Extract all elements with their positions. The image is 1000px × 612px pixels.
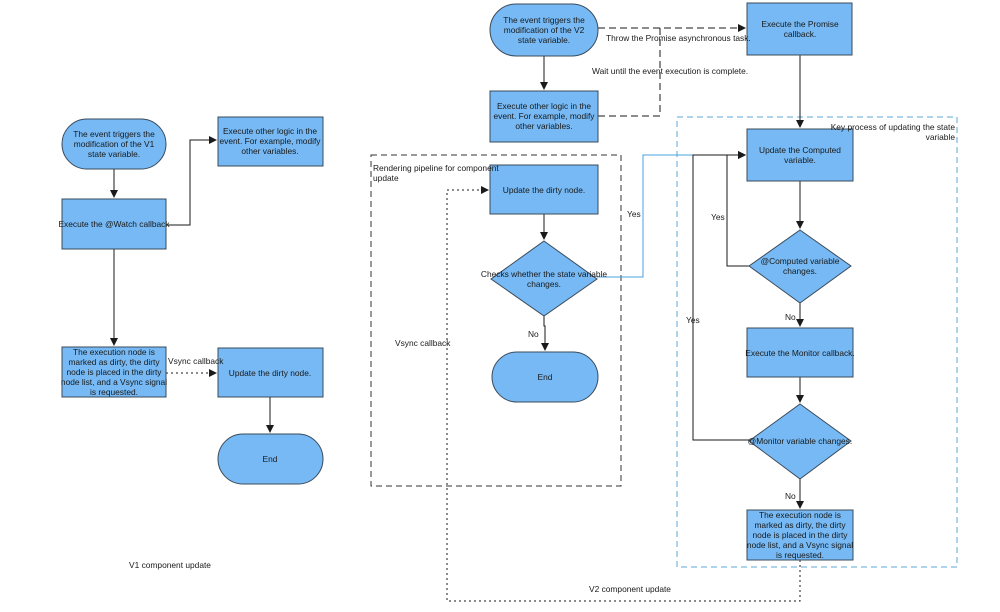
v2-vsync-label: Vsync callback: [395, 338, 451, 348]
v1-edge-watch-other: [166, 136, 217, 226]
text-line: variable.: [784, 155, 816, 165]
v2-monitor-yes-label: Yes: [686, 315, 700, 325]
v2-monitor-cb-text: Execute the Monitor callback.: [745, 348, 854, 358]
v2-update-dirty-text: Update the dirty node.: [503, 185, 585, 195]
v2-edge-checks-no: [541, 316, 549, 351]
text-line: other variables.: [241, 146, 298, 156]
v2-computed-no-label: No: [785, 312, 796, 322]
v2-checks-yes-label: Yes: [627, 209, 641, 219]
text-line: Execute the @Watch callback: [58, 219, 170, 229]
text-line: modification of the V2: [504, 25, 585, 35]
text-line: Rendering pipeline for component: [373, 163, 499, 173]
text-line: changes.: [783, 266, 817, 276]
text-line: marked as dirty, the dirty: [68, 357, 160, 367]
text-line: The event triggers the: [73, 129, 155, 139]
v1-update-dirty-node: Update the dirty node.: [217, 347, 324, 398]
pipeline-frame: [370, 154, 622, 487]
text-line: marked as dirty, the dirty: [754, 520, 846, 530]
text-line: Checks whether the state variable: [481, 269, 607, 279]
text-line: End: [538, 372, 553, 382]
v2-monitor-changes-text: @Monitor variable changes.: [748, 436, 852, 446]
text-line: The execution node is: [73, 347, 155, 357]
v1-caption: V1 component update: [129, 560, 211, 570]
v1-watch-text: Execute the @Watch callback: [58, 219, 170, 229]
v1-update-dirty-text: Update the dirty node.: [229, 368, 311, 378]
v2-caption: V2 component update: [589, 584, 671, 594]
v2-end-node: End: [491, 351, 599, 403]
v1-end-text: End: [263, 454, 278, 464]
text-line: is requested.: [90, 387, 138, 397]
text-line: @Monitor variable changes.: [748, 436, 852, 446]
text-line: node list, and a Vsync signal: [61, 377, 167, 387]
v1-vsync-label: Vsync callback: [168, 356, 224, 366]
text-line: End: [263, 454, 278, 464]
v2-throw-label: Throw the Promise asynchronous task.: [606, 33, 751, 43]
text-line: Execute the Monitor callback.: [745, 348, 854, 358]
text-line: state variable.: [88, 149, 140, 159]
v2-checks-no-label: No: [528, 329, 539, 339]
text-line: @Computed variable: [761, 256, 840, 266]
text-line: The execution node is: [759, 510, 841, 520]
text-line: is requested.: [776, 550, 824, 560]
text-line: Execute other logic in the: [497, 101, 591, 111]
text-line: node list, and a Vsync signal: [747, 540, 853, 550]
v2-edge-wait: [598, 28, 661, 117]
text-line: The event triggers the: [503, 15, 585, 25]
v2-end-text: End: [538, 372, 553, 382]
text-line: Update the Computed: [759, 145, 841, 155]
text-line: modification of the V1: [74, 139, 155, 149]
v2-update-dirty-node: Update the dirty node.: [489, 164, 599, 215]
text-line: callback.: [784, 29, 817, 39]
v1-watch-node: Execute the @Watch callback: [58, 198, 170, 250]
text-line: event. For example, modify: [219, 136, 321, 146]
text-line: Update the dirty node.: [503, 185, 585, 195]
v2-monitor-cb-node: Execute the Monitor callback.: [745, 327, 855, 378]
text-line: Update the dirty node.: [229, 368, 311, 378]
text-line: node is placed in the dirty: [753, 530, 849, 540]
text-line: Execute the Promise: [761, 19, 839, 29]
v2-wait-label: Wait until the event execution is comple…: [592, 66, 748, 76]
text-line: Key process of updating the state: [831, 122, 956, 132]
v2-monitor-changes-node: @Monitor variable changes.: [748, 403, 852, 480]
text-line: changes.: [527, 279, 561, 289]
key-process-frame: [676, 116, 958, 568]
text-line: other variables.: [515, 121, 572, 131]
text-line: update: [373, 173, 399, 183]
text-line: variable: [926, 132, 956, 142]
text-line: event. For example, modify: [493, 111, 595, 121]
text-line: Execute other logic in the: [223, 126, 317, 136]
v2-edge-monitor-yes: [692, 151, 750, 441]
v1-end-node: End: [217, 433, 324, 485]
text-line: state variable.: [518, 35, 570, 45]
v2-monitor-no-label: No: [785, 491, 796, 501]
text-line: node is placed in the dirty: [67, 367, 163, 377]
v2-computed-yes-label: Yes: [711, 212, 725, 222]
